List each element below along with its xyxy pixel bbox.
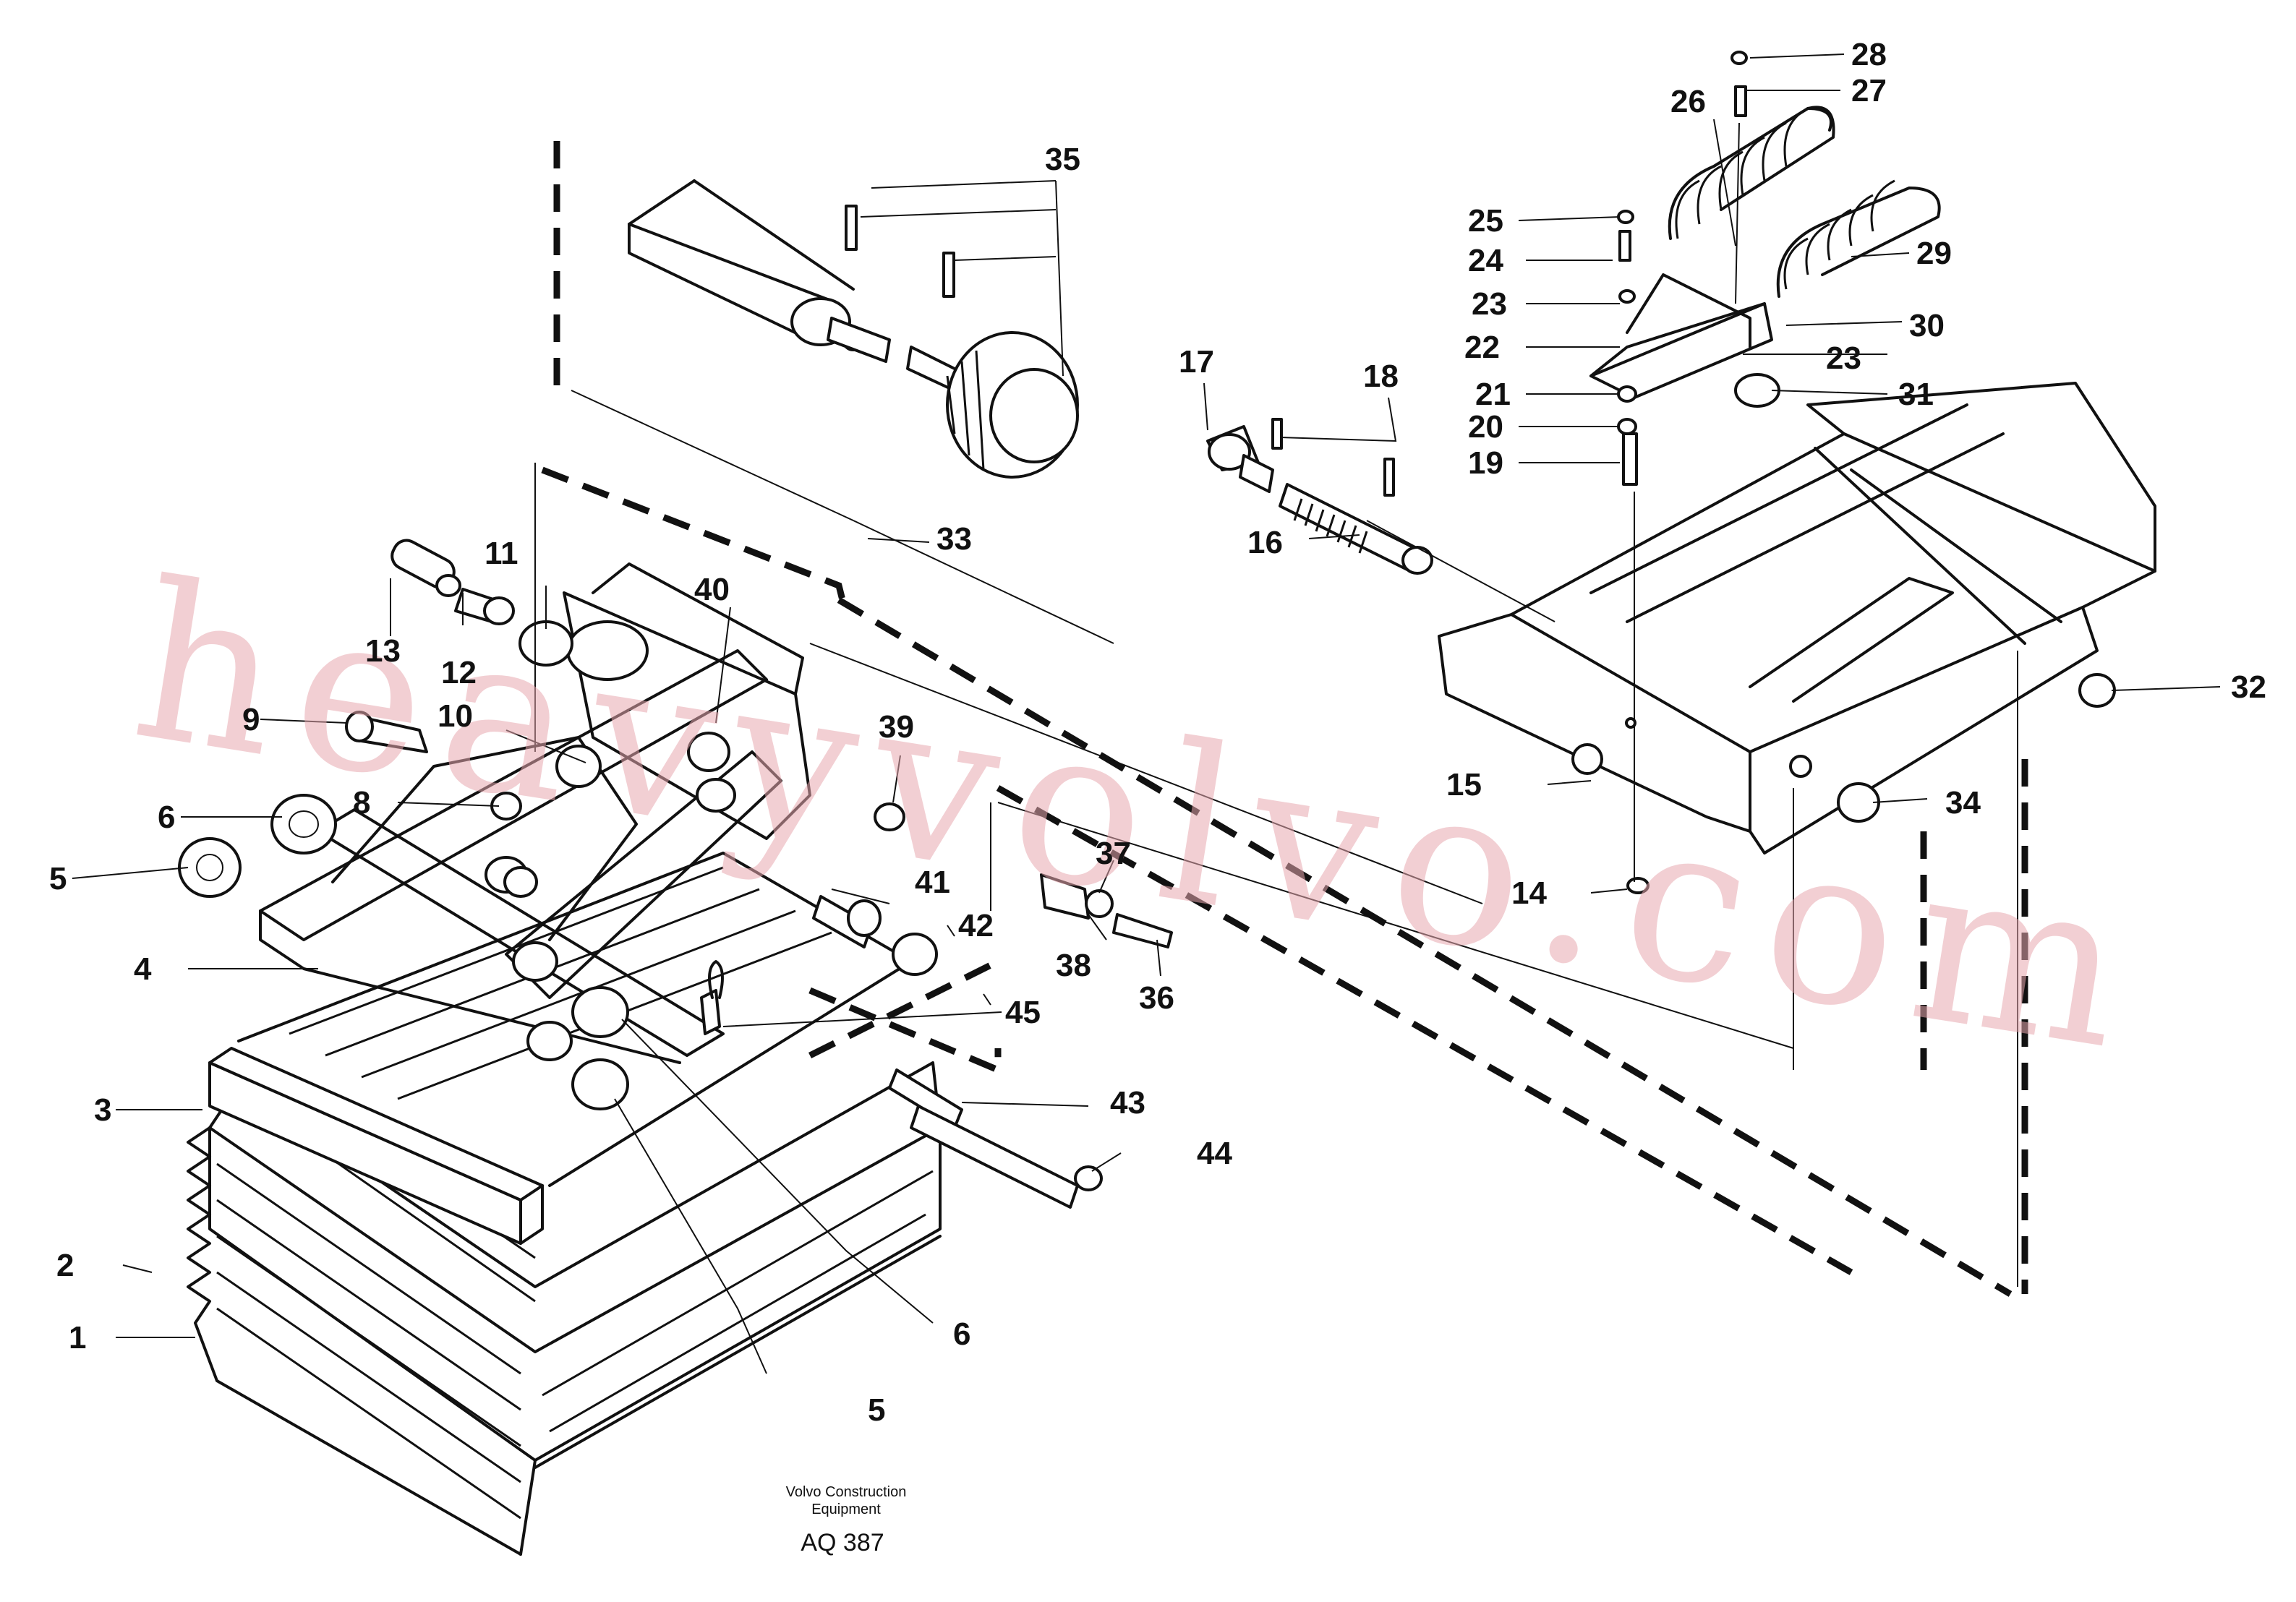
callout-35: 35 (1045, 142, 1080, 177)
callout-41: 41 (915, 865, 950, 900)
dashed-outlines (541, 141, 2028, 1297)
credit-line-2: Equipment (811, 1502, 881, 1517)
callout-6: 6 (158, 800, 175, 835)
drawing-code: AQ 387 (801, 1529, 884, 1556)
front-cover-part (208, 852, 913, 1245)
callout-5: 5 (49, 861, 67, 896)
callout-30: 30 (1909, 308, 1945, 343)
callout-1: 1 (69, 1320, 86, 1355)
callout-12: 12 (441, 655, 477, 690)
callout-8: 8 (353, 785, 370, 821)
callout-20: 20 (1468, 409, 1503, 445)
callout-25: 25 (1468, 203, 1503, 239)
callout-21: 21 (1475, 377, 1511, 412)
callout-4: 4 (134, 951, 152, 987)
callout-18: 18 (1363, 359, 1399, 394)
callout-6: 6 (953, 1316, 970, 1352)
callout-11: 11 (485, 536, 518, 571)
callout-3: 3 (94, 1092, 111, 1128)
shaft-assembly-part (1206, 418, 1433, 575)
callout-2: 2 (56, 1248, 74, 1283)
callout-24: 24 (1468, 243, 1503, 278)
callout-31: 31 (1898, 377, 1934, 412)
callout-22: 22 (1464, 330, 1500, 365)
callout-23: 23 (1826, 340, 1861, 376)
callout-43: 43 (1110, 1085, 1145, 1121)
leader-lines (72, 53, 2221, 1374)
callout-33: 33 (936, 521, 972, 557)
callout-14: 14 (1511, 875, 1547, 911)
credit-block: Volvo Construction Equipment AQ 387 (786, 1484, 907, 1556)
callout-36: 36 (1139, 980, 1174, 1016)
callout-42: 42 (958, 908, 994, 943)
callout-29: 29 (1916, 236, 1952, 271)
callout-28: 28 (1851, 37, 1887, 72)
upper-frame-part (1438, 382, 2156, 894)
credit-line-1: Volvo Construction (786, 1484, 907, 1500)
callout-34: 34 (1945, 785, 1981, 821)
callout-26: 26 (1670, 84, 1706, 119)
knob-assembly-part (628, 179, 1079, 479)
callout-9: 9 (242, 702, 260, 737)
callout-labels: 1 2 3 4 5 5 6 6 8 9 10 11 12 13 14 15 16… (49, 37, 2266, 1428)
callout-19: 19 (1468, 445, 1503, 481)
loose-parts-center (700, 328, 1173, 1209)
callout-5: 5 (868, 1392, 885, 1428)
callout-40: 40 (694, 572, 730, 607)
callout-32: 32 (2231, 669, 2266, 705)
callout-13: 13 (365, 633, 401, 669)
callout-37: 37 (1096, 836, 1131, 871)
callout-16: 16 (1247, 525, 1283, 560)
callout-27: 27 (1851, 73, 1887, 108)
scissor-mechanism-part (259, 562, 811, 1110)
callout-39: 39 (879, 709, 914, 745)
callout-15: 15 (1446, 767, 1482, 802)
callout-38: 38 (1056, 948, 1091, 983)
callout-10: 10 (438, 698, 473, 734)
loose-parts-left (178, 539, 730, 898)
callout-44: 44 (1197, 1136, 1232, 1171)
callout-23: 23 (1472, 286, 1507, 322)
callout-45: 45 (1005, 995, 1041, 1030)
callout-17: 17 (1179, 344, 1214, 380)
spring-bracket-part (1589, 51, 1941, 486)
